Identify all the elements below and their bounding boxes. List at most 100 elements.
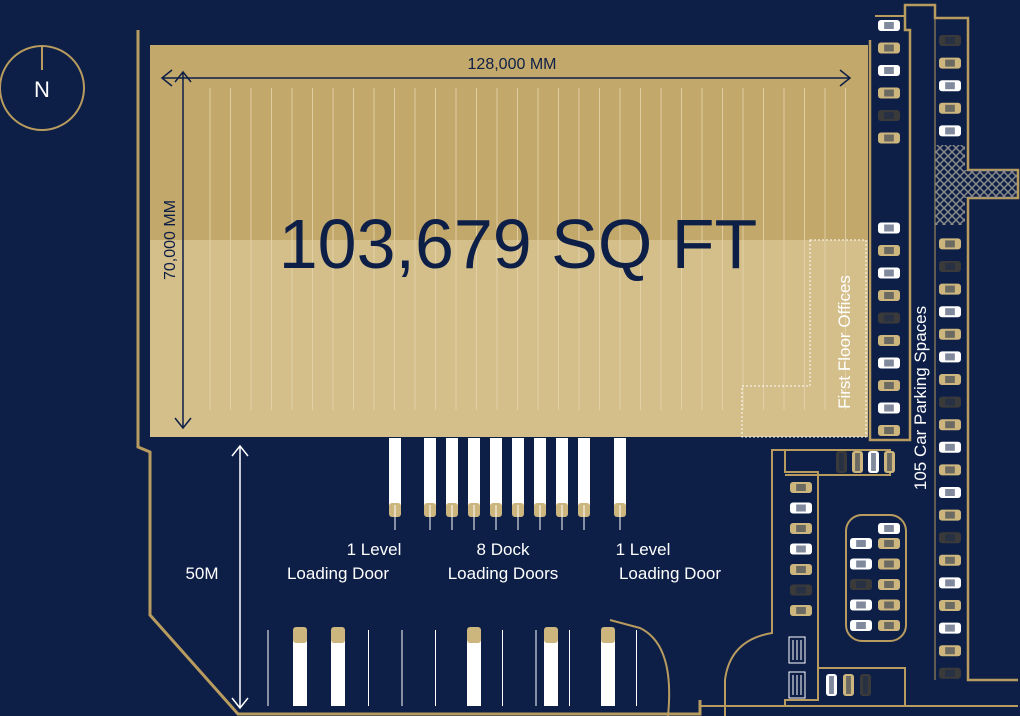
car-windscreen: [856, 581, 866, 588]
pedestrian-crossing-2: [965, 170, 1017, 198]
dock-trailer: [578, 438, 590, 508]
car-windscreen: [884, 525, 894, 532]
car-windscreen: [884, 269, 894, 277]
car-windscreen: [945, 398, 955, 406]
dock-trailer: [534, 438, 546, 508]
car-windscreen: [871, 453, 876, 471]
car-windscreen: [945, 602, 955, 609]
car-windscreen: [884, 247, 894, 254]
car-windscreen: [945, 59, 955, 67]
car-windscreen: [945, 376, 955, 383]
offices-label: First Floor Offices: [835, 275, 854, 409]
car-windscreen: [796, 545, 806, 553]
car-windscreen: [884, 540, 894, 547]
car-windscreen: [945, 534, 955, 542]
parked-lorry-trailer: [467, 640, 481, 706]
car-windscreen: [884, 560, 894, 568]
car-windscreen: [945, 443, 955, 451]
car-windscreen: [945, 240, 955, 248]
car-windscreen: [856, 601, 866, 609]
dock-bays: [389, 438, 626, 530]
site-boundary: [136, 30, 702, 716]
parked-lorry-trailer: [331, 640, 345, 706]
car-windscreen: [884, 224, 894, 232]
car-windscreen: [884, 359, 894, 367]
car-windscreen: [945, 624, 955, 632]
car-windscreen: [945, 308, 955, 316]
dock-trailer: [389, 438, 401, 508]
width-dimension-label: 128,000 MM: [468, 56, 557, 73]
dock-trailer: [614, 438, 626, 508]
car-windscreen: [884, 89, 894, 97]
car-windscreen: [796, 566, 806, 573]
car-windscreen: [945, 556, 955, 564]
car-windscreen: [796, 484, 806, 491]
car-windscreen: [863, 676, 868, 694]
right-door-label-line1: 1 Level: [616, 540, 671, 559]
parked-lorry-trailer: [544, 640, 558, 706]
cycle-stand-2: [788, 671, 806, 699]
car-windscreen: [846, 676, 851, 694]
car-windscreen: [884, 44, 894, 52]
car-windscreen: [856, 622, 866, 629]
car-windscreen: [884, 382, 894, 389]
parked-lorry-cab: [331, 627, 345, 643]
floor-area-label: 103,679 SQ FT: [279, 205, 758, 283]
depth-dimension-label: 70,000 MM: [162, 200, 179, 280]
compass-north-label: N: [34, 77, 50, 102]
car-windscreen: [884, 622, 894, 629]
car-windscreen: [796, 504, 806, 512]
car-windscreen: [856, 560, 866, 568]
parked-lorry-trailer: [601, 640, 615, 706]
car-windscreen: [796, 525, 806, 532]
dock-trailer: [468, 438, 480, 508]
car-windscreen: [945, 330, 955, 338]
car-windscreen: [945, 82, 955, 90]
dock-trailer: [490, 438, 502, 508]
car-windscreen: [945, 579, 955, 587]
car-windscreen: [796, 607, 806, 614]
car-windscreen: [945, 421, 955, 429]
car-windscreen: [884, 292, 894, 299]
right-door-label-line2: Loading Door: [619, 564, 721, 583]
north-compass: N: [0, 45, 85, 131]
dock-doors-label-line2: Loading Doors: [448, 564, 559, 583]
car-windscreen: [945, 127, 955, 135]
access-road-curve: [609, 619, 671, 716]
car-park: [700, 3, 1020, 707]
car-windscreen: [945, 353, 955, 361]
car-windscreen: [945, 285, 955, 293]
car-windscreen: [884, 67, 894, 74]
car-windscreen: [884, 404, 894, 412]
offices-outline: [741, 239, 867, 438]
car-windscreen: [945, 466, 955, 474]
car-windscreen: [945, 647, 955, 655]
car-windscreen: [945, 669, 955, 677]
car-windscreen: [856, 540, 866, 547]
car-windscreen: [829, 676, 834, 694]
car-windscreen: [884, 581, 894, 588]
car-windscreen: [884, 337, 894, 344]
car-windscreen: [884, 22, 894, 29]
dock-trailer: [446, 438, 458, 508]
lorry-bays: [267, 627, 637, 706]
parked-lorry-trailer: [293, 640, 307, 706]
car-windscreen: [884, 314, 894, 322]
parked-lorry-cab: [467, 627, 481, 643]
access-road-curve-2: [724, 449, 790, 716]
car-windscreen: [796, 586, 806, 594]
left-door-label-line1: 1 Level: [347, 540, 402, 559]
pedestrian-crossing: [935, 145, 965, 225]
cycle-stand-1: [788, 636, 806, 664]
dock-trailer: [556, 438, 568, 508]
car-windscreen: [887, 453, 892, 471]
car-windscreen: [884, 112, 894, 119]
left-door-label-line2: Loading Door: [287, 564, 389, 583]
parking-label: 105 Car Parking Spaces: [911, 306, 930, 490]
car-windscreen: [945, 104, 955, 112]
car-windscreen: [884, 601, 894, 609]
car-windscreen: [945, 37, 955, 44]
dock-trailer: [512, 438, 524, 508]
car-windscreen: [855, 453, 860, 471]
